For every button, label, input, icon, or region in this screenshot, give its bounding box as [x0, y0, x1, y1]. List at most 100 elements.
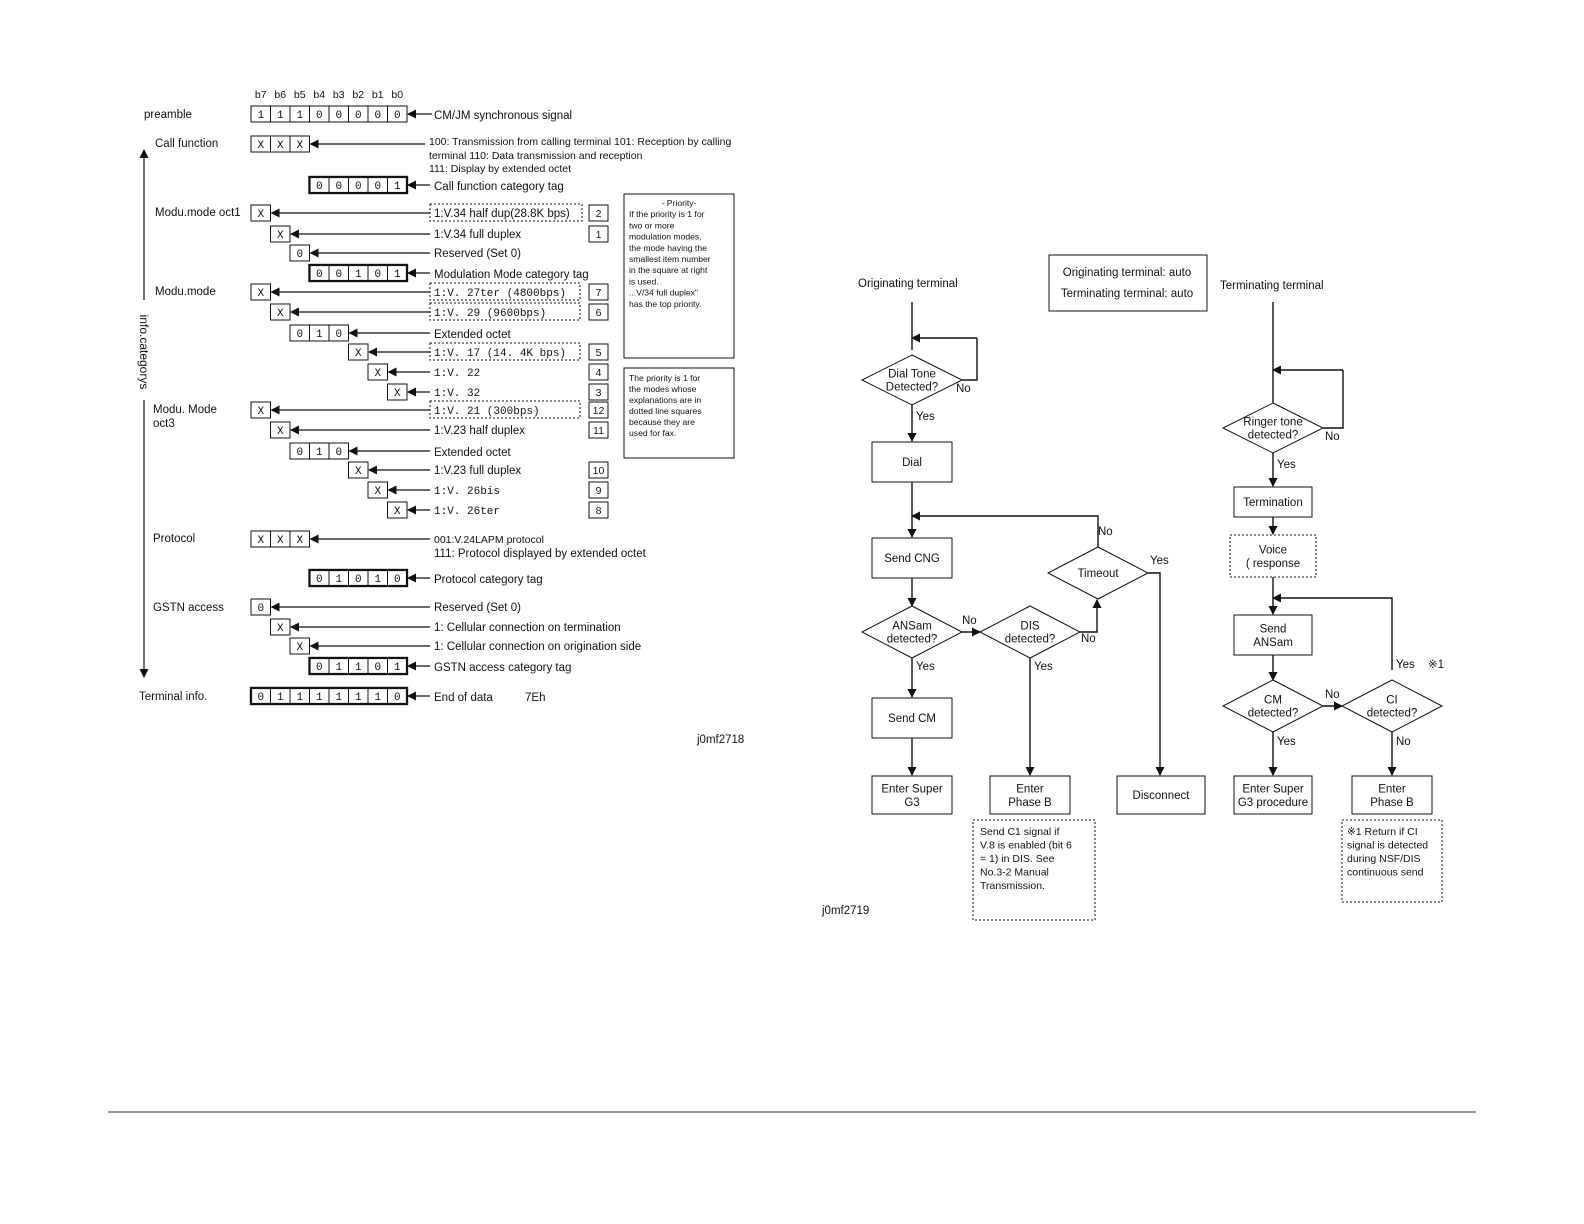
modu-oct1-desc: 1:V.34 full duplex	[434, 229, 521, 241]
bit-value: X	[257, 209, 264, 221]
row-label-modu-oct3: Modu. Mode	[153, 404, 217, 416]
priority-number-box	[588, 225, 609, 243]
bit-value: 1	[394, 181, 401, 193]
disconnect-box-label: Disconnect	[1133, 790, 1191, 802]
preamble-desc: CM/JM synchronous signal	[434, 110, 572, 122]
bit-value: 0	[335, 181, 342, 193]
fax-mode-dotted-box	[429, 302, 581, 321]
bit-value: 0	[316, 181, 323, 193]
dial-box-label: Dial	[902, 457, 922, 469]
ci-yes-loop	[1272, 593, 1393, 670]
modu-mode-desc: 1:V. 29 (9600bps)	[434, 308, 546, 320]
priority-number: 10	[593, 465, 605, 477]
termination-box-label: Termination	[1243, 497, 1302, 509]
modu-oct3-ext-desc: 1:V. 26ter	[434, 506, 500, 518]
row-label-modu-oct3-sub: oct3	[153, 418, 175, 430]
fax-mode-dotted-box	[429, 400, 581, 419]
ci-decision-label: detected?	[1367, 708, 1418, 720]
c1-note-line: Send C1 signal if	[980, 826, 1059, 838]
ringer-decision-label: Ringer tone	[1243, 417, 1302, 429]
modu-oct1-desc: 1:V.34 half dup(28.8K bps)	[434, 208, 570, 220]
fax-mode-dotted-box	[429, 203, 583, 222]
priority-note-line: two or more	[629, 220, 675, 230]
fax-note-line: explanations are in	[629, 395, 701, 405]
bit-value: X	[374, 486, 381, 498]
timeout-decision: Timeout	[1046, 546, 1150, 600]
row-label-gstn: GSTN access	[153, 602, 224, 614]
priority-number-box	[588, 383, 609, 401]
send-ansam-box-label: Send	[1260, 623, 1287, 635]
bit-value: 0	[335, 110, 342, 122]
bit-value: 0	[257, 692, 264, 704]
ringer-decision-label: detected?	[1248, 430, 1299, 442]
dial-box-border	[871, 441, 953, 483]
c1-note-line: = 1) in DIS. See	[980, 853, 1055, 865]
enter-super-g3-box-label: Enter Super	[881, 783, 943, 795]
term-enter-phase-b-box-border	[1351, 775, 1433, 815]
priority-note-box	[623, 193, 735, 359]
priority-number: 9	[596, 485, 602, 497]
bit-header-b3: b3	[333, 89, 345, 101]
term-enter-phase-b-box-label: Enter	[1378, 783, 1406, 795]
bit-value: 0	[296, 329, 303, 341]
bit-value: X	[355, 348, 362, 360]
timeout-no-label: No	[1098, 526, 1113, 538]
enter-phase-b-box-label: Enter	[1016, 783, 1044, 795]
bit-value: 0	[296, 447, 303, 459]
bit-value: X	[374, 368, 381, 380]
dial-box: Dial	[871, 441, 953, 483]
bit-value: 0	[257, 603, 264, 615]
c1-note-line: No.3-2 Manual	[980, 867, 1049, 879]
priority-number: 7	[596, 287, 602, 299]
ansam-decision-label: detected?	[887, 634, 938, 646]
term-title: Terminating terminal	[1220, 280, 1324, 292]
bit-value: X	[257, 406, 264, 418]
row-label-terminal-info: Terminal info.	[139, 691, 207, 703]
term-enter-super-g3-box-label: G3 procedure	[1238, 797, 1308, 809]
disconnect-box: Disconnect	[1116, 775, 1206, 815]
bit-value: 1	[394, 662, 401, 674]
priority-number-box	[588, 421, 609, 439]
bit-value: 1	[335, 692, 342, 704]
priority-note-line: ...V/34 full duplex"	[629, 288, 698, 298]
ansam-no-label: No	[962, 615, 977, 627]
bit-header-b6: b6	[274, 89, 286, 101]
gstn-tag-desc: GSTN access category tag	[434, 662, 571, 674]
priority-number: 4	[596, 367, 602, 379]
right-figure-id: j0mf2719	[821, 905, 869, 917]
bit-value: X	[257, 140, 264, 152]
send-cm-box-border	[871, 697, 953, 739]
modu-mode-ext-desc: Extended octet	[434, 329, 512, 341]
dial-tone-decision-label: Dial Tone	[888, 369, 936, 381]
priority-number-box	[588, 303, 609, 321]
modu-oct3-desc: 1:V.23 half duplex	[434, 425, 525, 437]
dis-decision-label: DIS	[1020, 621, 1040, 633]
ansam-yes-label: Yes	[916, 661, 935, 673]
cm-decision-label: detected?	[1248, 708, 1299, 720]
priority-number: 3	[596, 387, 602, 399]
cm-no-label: No	[1325, 689, 1340, 701]
priority-number: 2	[596, 208, 602, 220]
fax-note-line: used for fax.	[629, 428, 676, 438]
timeout-no-loop	[911, 511, 1099, 548]
bit-value: 1	[335, 662, 342, 674]
dial-tone-no-label: No	[956, 383, 971, 395]
bit-value: X	[257, 535, 264, 547]
bit-value: X	[296, 642, 303, 654]
send-cng-box: Send CNG	[871, 537, 953, 579]
bit-header-b7: b7	[255, 89, 267, 101]
bit-value: 1	[355, 692, 362, 704]
flow-line	[1148, 572, 1165, 776]
priority-number-box	[588, 343, 609, 361]
priority-note-line: If the priority is 1 for	[629, 209, 705, 219]
call-function-desc: 100: Transmission from calling terminal …	[429, 136, 731, 148]
protocol-tag-desc: Protocol category tag	[434, 574, 543, 586]
priority-number: 12	[593, 405, 605, 417]
row-label-protocol: Protocol	[153, 533, 195, 545]
bit-value: 0	[374, 269, 381, 281]
